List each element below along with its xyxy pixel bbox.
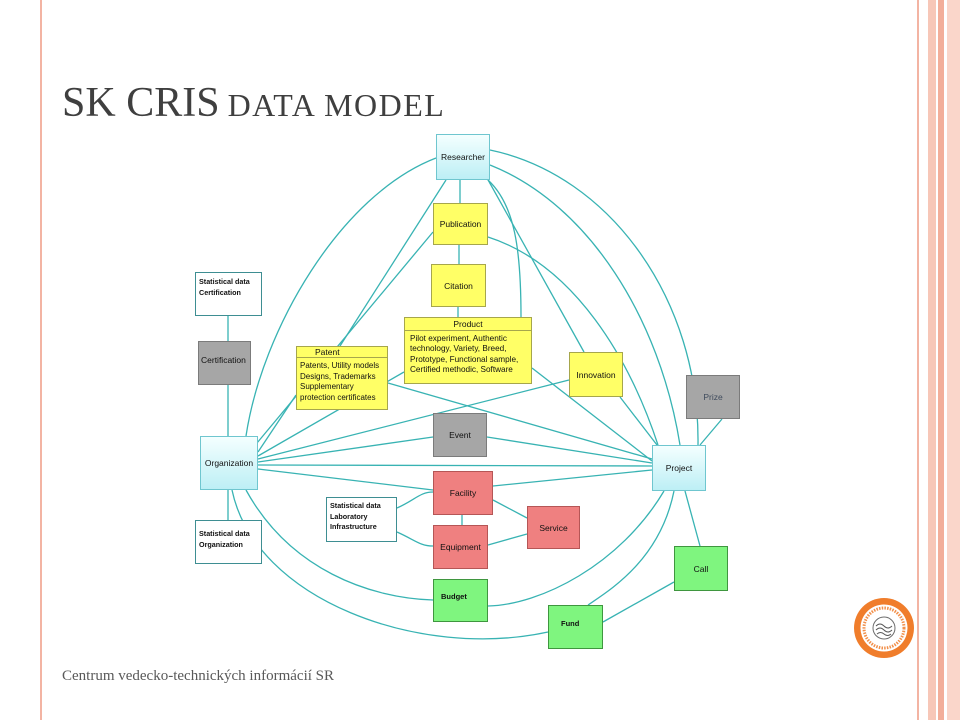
attribute-line: Pilot experiment, Authentic [410, 334, 507, 343]
connector-researcher-patent [339, 179, 447, 347]
node-certification: Certification [198, 341, 251, 385]
node-label: Project [665, 463, 693, 473]
node-label: Service [539, 522, 568, 533]
connector-project-budget [487, 490, 665, 607]
connector-call-fund [602, 581, 675, 623]
node-label-line: Statistical data [330, 501, 381, 510]
node-header: Product [405, 318, 531, 331]
node-budget: Budget [433, 579, 488, 622]
right-border-stripe [928, 0, 936, 720]
node-product: Product Pilot experiment, Authentic tech… [404, 317, 532, 384]
node-event: Event [433, 413, 487, 457]
connector-patent-project [387, 382, 653, 460]
node-patent: Patent Patents, Utility models Designs, … [296, 346, 388, 410]
node-label: Publication [439, 219, 482, 229]
attribute-line: Prototype, Functional sample, [410, 354, 519, 364]
connector-project-call [684, 490, 701, 547]
node-service: Service [527, 506, 580, 549]
node-organization: Organization [200, 436, 258, 490]
connector-statlab-equipment [396, 531, 434, 547]
connector-organization-project [257, 464, 653, 467]
node-attributes: Patents, Utility models Designs, Tradema… [297, 358, 387, 403]
node-prize: Prize [686, 375, 740, 419]
node-label: Citation [444, 280, 473, 291]
connector-equipment-service [487, 533, 528, 546]
node-label: Innovation [576, 369, 616, 380]
attribute-line: Patents, Utility models [300, 361, 380, 370]
connector-researcher-project [489, 164, 681, 446]
logo-inner-disc [860, 604, 908, 652]
node-label-line: Organization [199, 539, 243, 549]
node-statistical-data-organization: Statistical data Organization [195, 520, 262, 564]
attribute-line: Designs, Trademarks [300, 371, 376, 381]
right-border-stripe [947, 0, 960, 720]
node-researcher: Researcher [436, 134, 490, 180]
node-label: Budget [441, 592, 467, 601]
node-project: Project [652, 445, 706, 491]
node-equipment: Equipment [433, 525, 488, 569]
connector-facility-service [492, 499, 528, 519]
left-border-rule [40, 0, 42, 720]
logo-emblem-wave [875, 627, 893, 633]
connector-product-project [531, 367, 653, 462]
node-label: Equipment [440, 542, 481, 552]
node-label: Call [693, 563, 709, 574]
footer-text: Centrum vedecko-technických informácií S… [62, 668, 334, 684]
logo-lettering-ring [862, 606, 906, 650]
node-label: Facility [449, 488, 477, 498]
connector-publication-organization [256, 231, 434, 444]
organization-logo [854, 598, 914, 658]
node-label: Event [449, 430, 471, 440]
connector-facility-organization [257, 468, 434, 491]
title-subtitle: DATA MODEL [227, 87, 446, 123]
logo-emblem-wave [875, 623, 893, 629]
connector-researcher-organization [245, 157, 437, 437]
node-label-line: Laboratory [330, 511, 368, 521]
connector-organization-budget [245, 489, 434, 601]
connector-facility-project [492, 469, 653, 487]
page-title: SK CRIS DATA MODEL [62, 79, 445, 127]
right-border-stripe [938, 0, 944, 720]
connector-researcher-innovation [486, 177, 585, 353]
node-label-line: Certification [199, 287, 241, 297]
node-label: Fund [561, 619, 580, 628]
node-statistical-data-certification: Statistical data Certification [195, 272, 262, 316]
attribute-line: Certified methodic, Software [410, 364, 513, 374]
node-label: Prize [703, 392, 723, 402]
node-header: Patent [297, 347, 387, 358]
logo-emblem-circle [872, 616, 896, 640]
node-statistical-data-laboratory-infrastructure: Statistical data Laboratory Infrastructu… [326, 497, 397, 542]
logo-emblem-wave [876, 632, 892, 636]
node-label-line: Statistical data [199, 277, 250, 286]
connector-statlab-facility [396, 491, 434, 509]
connector-patent-organization [257, 394, 297, 453]
node-citation: Citation [431, 264, 486, 307]
connector-publication-project [487, 236, 659, 446]
right-border-stripe [917, 0, 919, 720]
node-fund: Fund [548, 605, 603, 649]
node-label: Organization [204, 458, 254, 468]
connector-researcher-product [487, 179, 522, 318]
node-call: Call [674, 546, 728, 591]
connector-innovation-organization [257, 379, 570, 460]
node-attributes: Pilot experiment, Authentic technology, … [405, 331, 531, 375]
connector-event-project [486, 436, 653, 464]
connector-project-fund [587, 490, 675, 606]
node-label: Researcher [441, 152, 485, 162]
attribute-line: technology, Variety, Breed, [410, 344, 507, 354]
connector-project-prize [699, 418, 723, 446]
connector-innovation-project [619, 396, 658, 446]
attribute-line: Supplementary [300, 382, 354, 392]
connector-event-organization [257, 436, 434, 463]
attribute-line: protection certificates [300, 392, 376, 402]
node-innovation: Innovation [569, 352, 623, 397]
title-main: SK CRIS [62, 80, 220, 126]
node-publication: Publication [433, 203, 488, 245]
node-label: Certification [201, 355, 246, 365]
node-label-line: Infrastructure [330, 522, 377, 531]
node-facility: Facility [433, 471, 493, 515]
node-label-line: Statistical data [199, 529, 250, 538]
